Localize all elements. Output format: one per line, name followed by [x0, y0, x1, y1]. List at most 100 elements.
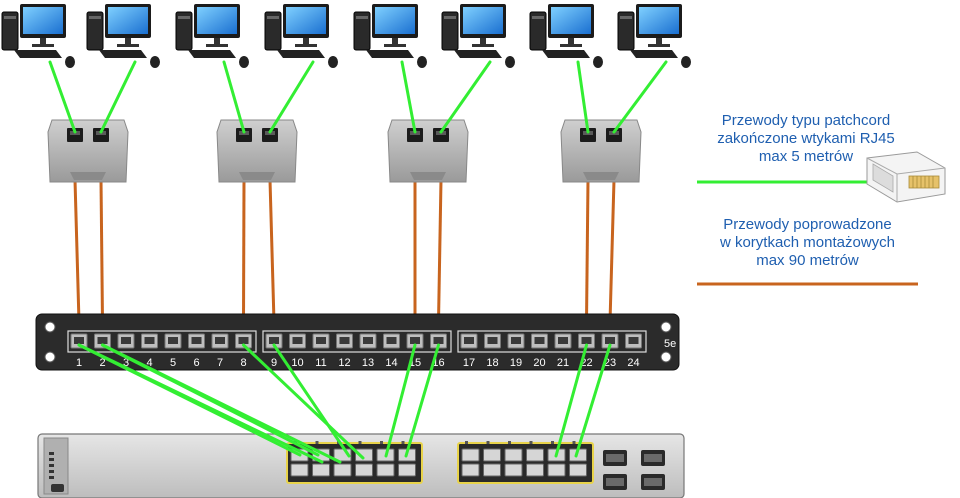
computer-icon: [617, 4, 691, 68]
computer-icon: [264, 4, 338, 68]
panel-port: [70, 333, 88, 349]
patch-cables: [48, 60, 668, 464]
panel-port: [188, 333, 205, 349]
computer-icon: [175, 4, 249, 68]
installation-cables: [73, 179, 616, 323]
switch-port: [355, 463, 373, 477]
computer-icon: [529, 4, 603, 68]
installation-cable: [585, 179, 590, 323]
wall-outlet-icon: [560, 119, 642, 183]
switch-sfp-ports: [603, 450, 665, 490]
panel-port-number: 5: [170, 357, 176, 369]
panel-port-number: 11: [315, 357, 326, 369]
panel-port: [94, 333, 111, 349]
switch-port: [526, 448, 544, 462]
patch-cable-switch: [404, 343, 440, 458]
patch-cable-computer: [99, 60, 137, 134]
wall-outlet-icon: [216, 119, 298, 183]
panel-port-number: 21: [557, 357, 569, 369]
switch-port: [398, 463, 416, 477]
switch-status-leds: [49, 452, 64, 492]
installation-cable: [99, 179, 104, 323]
switch-port: [547, 463, 566, 477]
panel-port-number: 8: [240, 357, 246, 369]
panel-port-number: 3: [123, 357, 129, 369]
sfp-port: [641, 450, 665, 466]
panel-port: [383, 333, 400, 349]
panel-port: [265, 333, 283, 349]
switch-port: [355, 448, 373, 462]
legend-patchcord-line-1: Przewody typu patchcord: [721, 112, 891, 129]
panel-port-number: 6: [193, 357, 199, 369]
switch-port: [504, 463, 523, 477]
switch-port: [569, 463, 587, 477]
panel-port-number: 17: [463, 357, 475, 369]
patch-cable-switch: [384, 343, 417, 458]
patch-cable-computer: [400, 60, 417, 134]
legend-installation-line-2: w korytkach montażowych: [719, 234, 896, 251]
panel-port: [625, 333, 642, 349]
patch-cable-switch: [101, 343, 320, 457]
installation-cable: [268, 179, 276, 323]
panel-port-number: 9: [271, 357, 277, 369]
panel-port: [484, 333, 501, 349]
computer-icon: [86, 4, 160, 68]
installation-cable: [73, 179, 81, 323]
panel-port-number: 7: [217, 357, 223, 369]
switch-port: [461, 448, 480, 462]
panel-port-number: 10: [291, 357, 303, 369]
legend-patchcord-line-3: max 5 metrów: [758, 148, 854, 165]
switch-port: [461, 463, 480, 477]
installation-cable: [608, 179, 616, 323]
panel-port-number: 1: [76, 357, 82, 369]
panel-port: [312, 333, 330, 349]
patch-cable-computer: [612, 60, 668, 134]
patch-cable-switch: [77, 343, 302, 457]
sfp-port: [603, 474, 627, 490]
switch-port: [290, 463, 309, 477]
legend-installation-text: Przewody poprowadzone w korytkach montaż…: [705, 216, 910, 270]
switch-port: [333, 463, 352, 477]
legend-patchcord-text: Przewody typu patchcord zakończone wtyka…: [706, 112, 906, 166]
panel-port: [336, 333, 353, 349]
switch-port: [312, 463, 330, 477]
panel-port: [141, 333, 158, 349]
patch-cable-switch: [554, 343, 588, 458]
panel-port: [164, 333, 182, 349]
switch-port: [504, 448, 523, 462]
panel-port: [554, 333, 572, 349]
panel-port-number: 19: [510, 357, 522, 369]
patch-cable-computer: [48, 60, 77, 134]
patch-cable-computer: [576, 60, 590, 134]
computer-icon: [353, 4, 427, 68]
patch-cable-computer: [439, 60, 492, 134]
switch-port: [483, 448, 501, 462]
panel-port-number: 18: [486, 357, 498, 369]
installation-cable: [242, 179, 246, 323]
switch: [37, 433, 685, 498]
sfp-port: [603, 450, 627, 466]
wall-outlet-icon: [387, 119, 469, 183]
computers-row: [1, 4, 691, 68]
patch-cable-switch: [272, 343, 351, 458]
wall-outlet-icon: [47, 119, 129, 183]
panel-port-number: 20: [533, 357, 545, 369]
computer-icon: [441, 4, 515, 68]
panel-port: [507, 333, 525, 349]
legend-installation-line-1: Przewody poprowadzone: [723, 216, 892, 233]
legend-patchcord-line-2: zakończone wtykami RJ45: [717, 130, 895, 147]
switch-port: [376, 463, 395, 477]
patch-cable-computer: [222, 60, 246, 134]
panel-port-number: 14: [385, 357, 397, 369]
patch-cable-switch: [242, 343, 365, 460]
panel-port: [406, 333, 424, 349]
panel-port-number: 2: [99, 357, 105, 369]
panel-port: [359, 333, 377, 349]
switch-port: [483, 463, 501, 477]
sfp-port: [641, 474, 665, 490]
patch-cable-computer: [268, 60, 315, 134]
computer-icon: [1, 4, 75, 68]
panel-port: [460, 333, 478, 349]
